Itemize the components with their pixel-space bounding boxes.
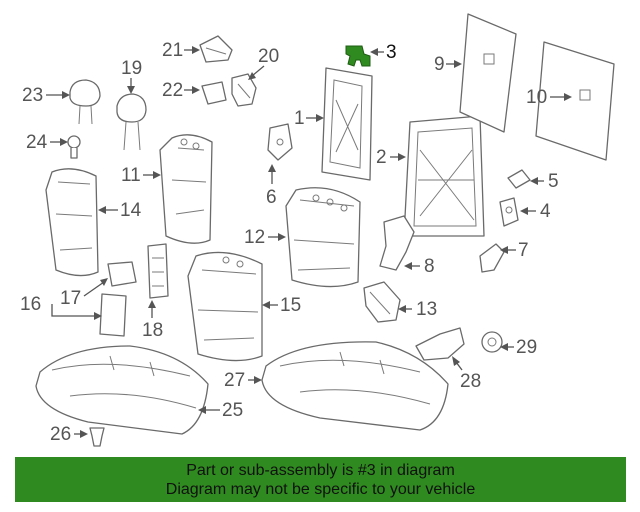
callout-28: 28: [452, 356, 481, 392]
part-25-cushion: [35, 345, 209, 435]
svg-text:20: 20: [258, 46, 279, 67]
svg-text:29: 29: [516, 337, 537, 358]
part-20-bracket: [231, 73, 257, 107]
svg-text:14: 14: [120, 200, 142, 221]
svg-text:10: 10: [526, 87, 547, 108]
part-5-cap: [507, 169, 531, 189]
svg-text:17: 17: [60, 288, 81, 309]
svg-text:13: 13: [416, 299, 437, 320]
svg-text:18: 18: [142, 320, 163, 341]
svg-text:3: 3: [386, 42, 397, 63]
part-29-knob: [481, 331, 503, 353]
part-26-clip: [89, 427, 105, 447]
callout-27: 27: [224, 370, 262, 391]
part-23-headrest: [69, 79, 101, 125]
callout-14: 14: [98, 200, 142, 221]
part-7-bracket: [479, 243, 505, 273]
part-9-panel: [459, 13, 517, 133]
part-21-bracket: [199, 35, 233, 63]
svg-text:11: 11: [121, 165, 141, 186]
callout-3: 3: [370, 42, 397, 63]
callout-17: 17: [60, 278, 108, 309]
svg-text:9: 9: [434, 54, 445, 75]
part-11-seatback: [159, 134, 213, 244]
svg-text:25: 25: [222, 400, 243, 421]
svg-text:16: 16: [20, 294, 41, 315]
callout-12: 12: [244, 227, 286, 248]
callout-9: 9: [434, 54, 462, 75]
callout-24: 24: [26, 132, 68, 153]
part-28-bracket: [415, 327, 465, 361]
svg-text:8: 8: [424, 256, 435, 277]
svg-text:28: 28: [460, 371, 481, 392]
svg-text:27: 27: [224, 370, 245, 391]
parts-diagram: 23 19 24 21 22: [20, 13, 615, 447]
svg-text:23: 23: [22, 85, 43, 106]
callout-2: 2: [376, 147, 406, 168]
callout-1: 1: [294, 108, 324, 129]
callout-11: 11: [121, 165, 161, 186]
svg-text:24: 24: [26, 132, 48, 153]
part-8-hinge: [379, 215, 415, 271]
svg-text:26: 26: [50, 424, 71, 445]
svg-text:15: 15: [280, 295, 301, 316]
part-16-panel: [99, 293, 127, 337]
banner-line-1: Part or sub-assembly is #3 in diagram: [186, 461, 455, 479]
callout-5: 5: [530, 171, 559, 192]
part-22-bracket: [201, 81, 227, 105]
svg-text:19: 19: [121, 58, 142, 79]
svg-text:4: 4: [540, 201, 551, 222]
part-19-headrest: [116, 93, 147, 151]
svg-text:2: 2: [376, 147, 387, 168]
callout-21: 21: [162, 40, 200, 61]
part-27-cushion: [261, 341, 449, 431]
part-18-hinge: [147, 243, 169, 299]
callout-23: 23: [22, 85, 70, 106]
part-4-latch: [499, 197, 519, 227]
callout-16: 16: [20, 294, 102, 320]
banner-line-2: Diagram may not be specific to your vehi…: [165, 480, 476, 498]
part-24-clip: [67, 135, 81, 159]
part-13-cover: [363, 281, 401, 323]
svg-text:21: 21: [162, 40, 183, 61]
callout-18: 18: [142, 300, 163, 341]
part-10-panel: [535, 41, 615, 161]
callout-8: 8: [404, 256, 435, 277]
part-17-cover: [107, 261, 137, 287]
svg-text:5: 5: [548, 171, 559, 192]
callout-4: 4: [520, 201, 551, 222]
part-info-banner: Part or sub-assembly is #3 in diagram Di…: [15, 457, 626, 502]
callout-25: 25: [198, 400, 243, 421]
part-1-frame: [321, 67, 373, 181]
svg-text:22: 22: [162, 80, 183, 101]
svg-text:7: 7: [518, 240, 529, 261]
callout-10: 10: [526, 87, 572, 108]
svg-text:12: 12: [244, 227, 265, 248]
part-2-frame: [403, 115, 485, 237]
svg-text:6: 6: [266, 187, 277, 208]
callout-26: 26: [50, 424, 88, 445]
part-14-seatback: [45, 168, 99, 277]
callout-19: 19: [121, 58, 142, 94]
callout-7: 7: [500, 240, 529, 261]
part-3-highlighted: [345, 45, 371, 67]
part-12-seatback: [285, 187, 361, 288]
callout-29: 29: [500, 337, 537, 358]
callout-22: 22: [162, 80, 200, 101]
callout-20: 20: [248, 46, 279, 80]
part-15-seatback: [187, 251, 263, 362]
svg-text:1: 1: [294, 108, 305, 129]
callout-15: 15: [262, 295, 301, 316]
callout-6: 6: [266, 164, 277, 208]
part-6-hinge: [267, 123, 293, 161]
callout-13: 13: [398, 299, 437, 320]
